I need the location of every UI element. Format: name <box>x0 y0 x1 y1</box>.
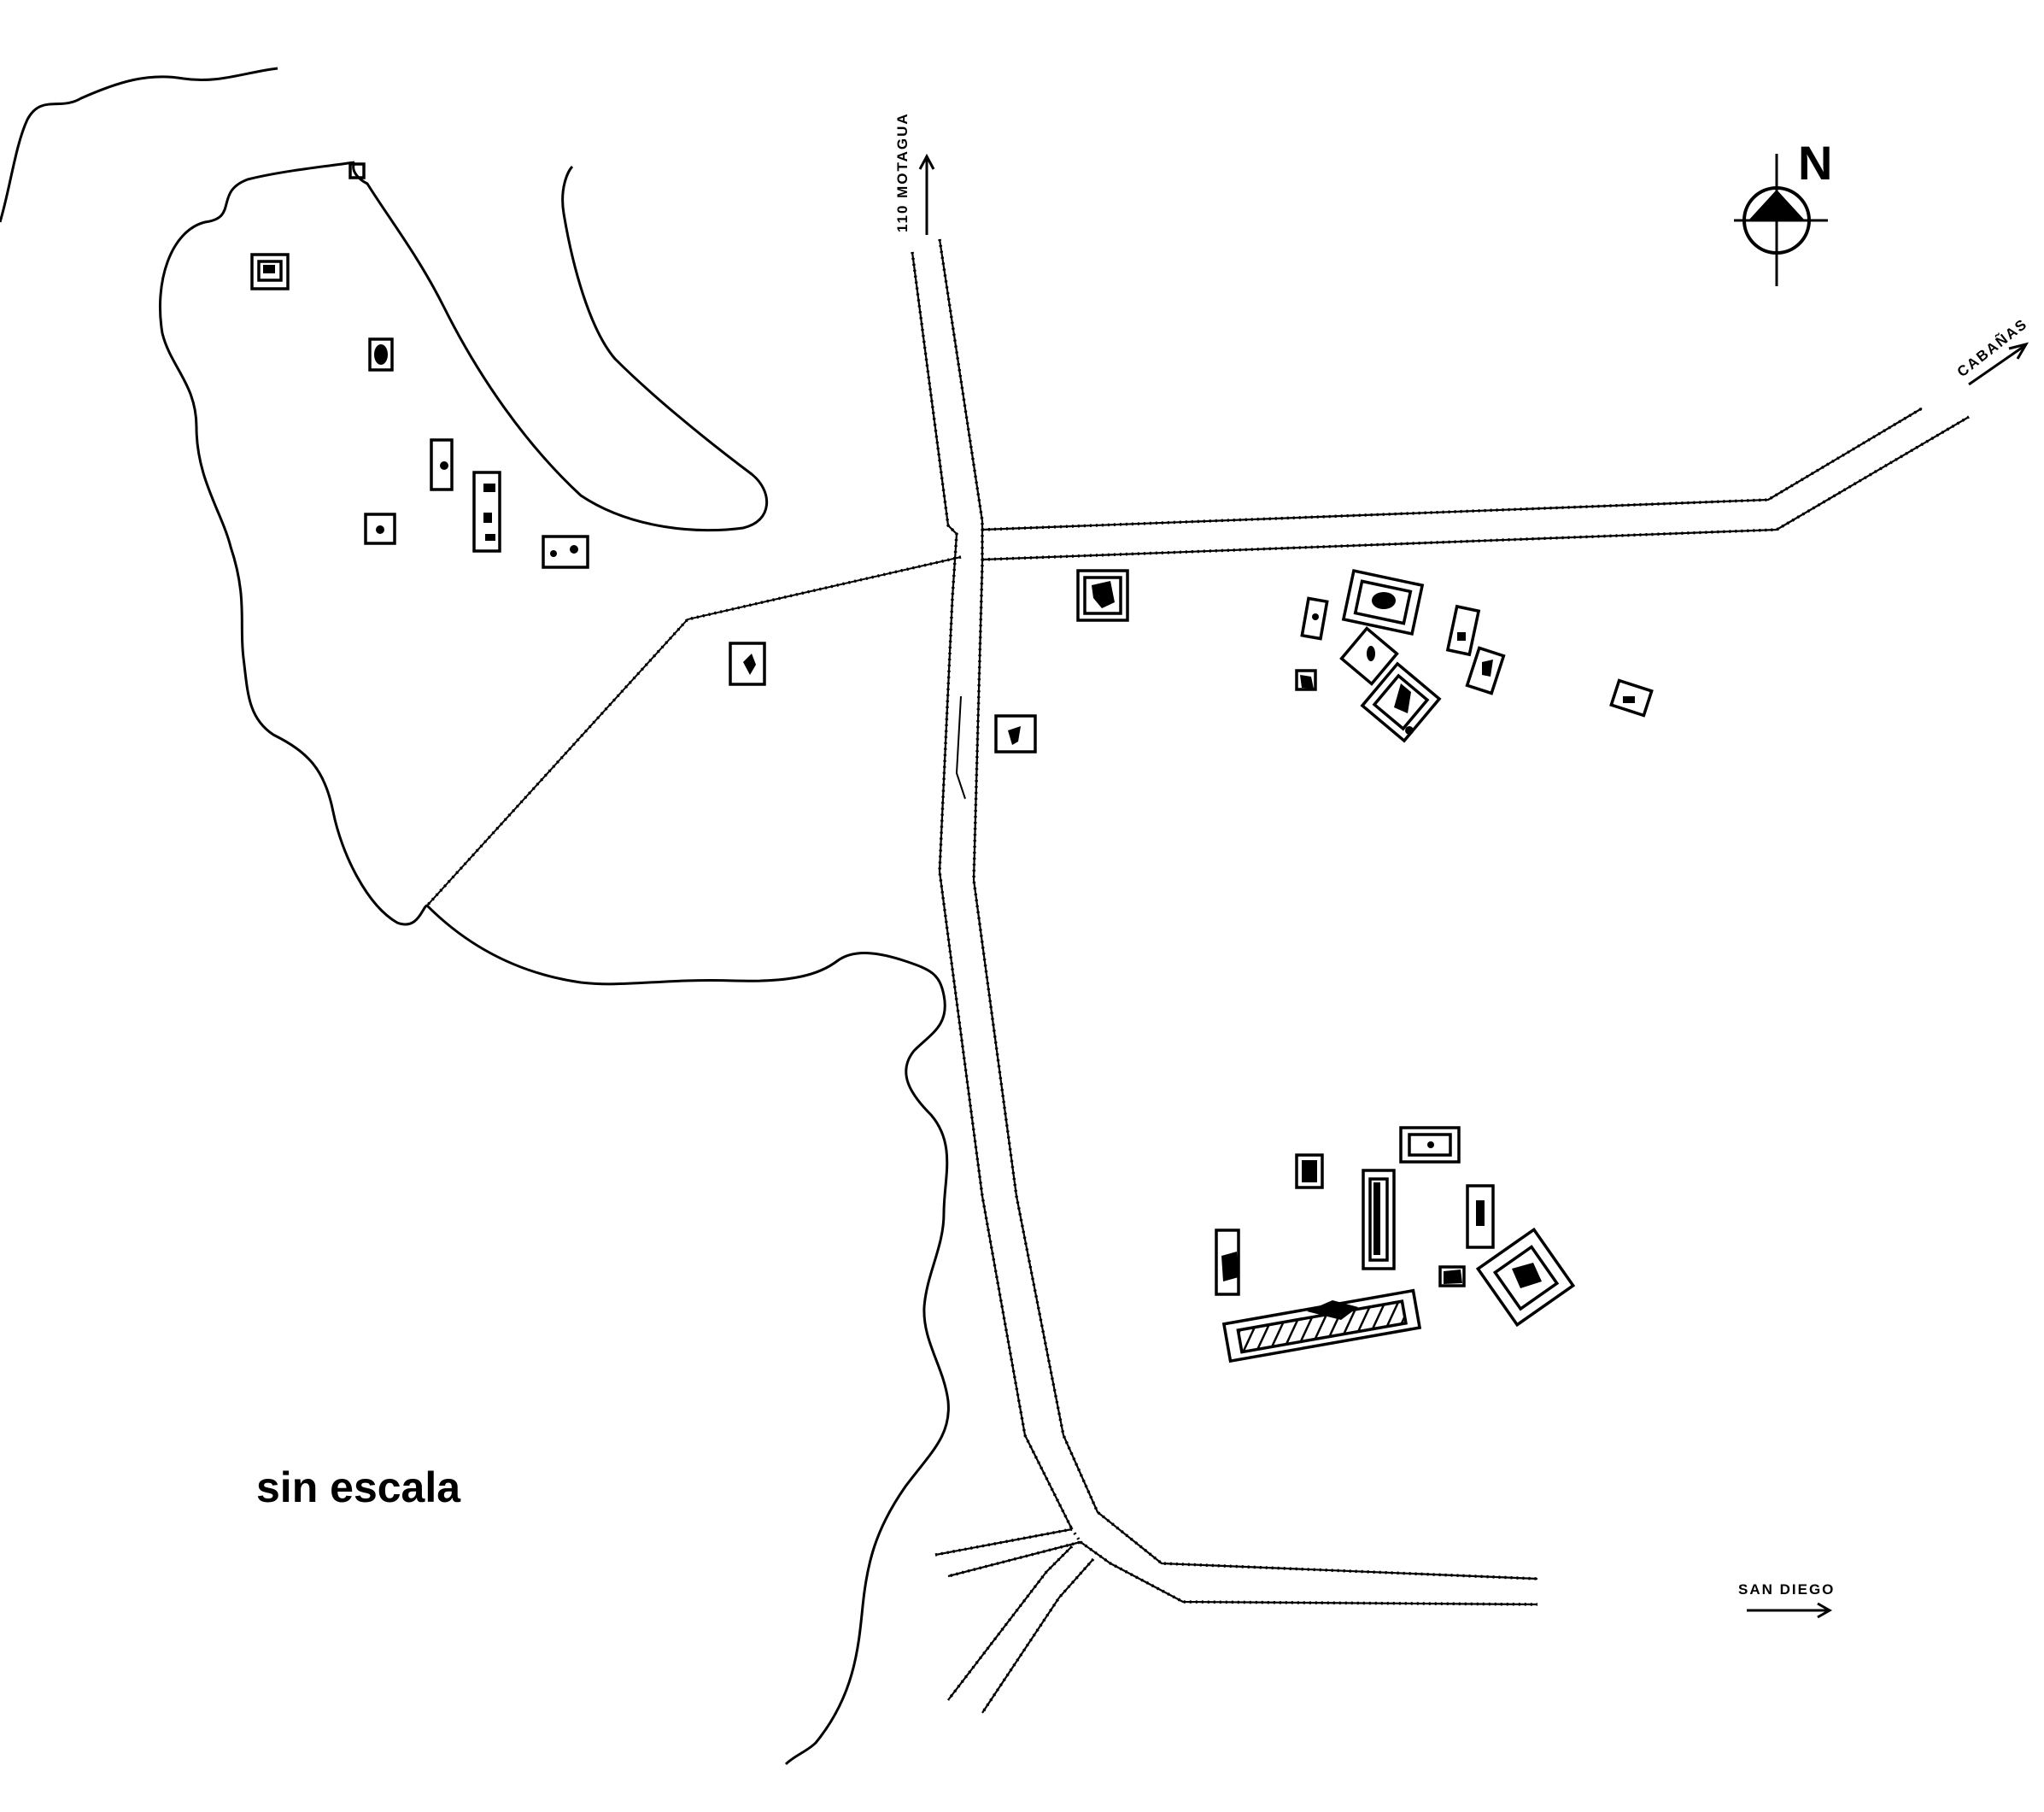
structure <box>1339 626 1399 686</box>
structure-fills-northwest <box>263 265 1115 745</box>
road-label-northeast: CABAÑAS <box>1953 314 2030 380</box>
structure <box>472 471 501 553</box>
structure <box>364 513 396 545</box>
structure <box>1360 661 1442 743</box>
structure <box>1295 669 1317 691</box>
structure-fills-southeast <box>1221 1141 1542 1352</box>
structure <box>1465 646 1506 695</box>
structure <box>1445 604 1481 657</box>
structure <box>1372 673 1430 731</box>
arrow-northeast-road <box>1968 342 2029 386</box>
structure <box>1215 1229 1240 1296</box>
structure-fills-northeast <box>1300 592 1635 735</box>
north-arrow-icon <box>1734 154 1828 286</box>
structure <box>1466 1184 1495 1249</box>
structure <box>1353 579 1413 625</box>
road-network <box>425 238 1970 1714</box>
structure <box>250 253 290 290</box>
scale-note: sin escala <box>256 1463 461 1511</box>
structure <box>1408 1133 1452 1157</box>
structure <box>1492 1245 1560 1311</box>
arrow-north-road <box>918 153 935 235</box>
road-solid-edges <box>911 238 1970 1714</box>
structure <box>1083 576 1122 615</box>
structures-northeast <box>1295 569 1654 743</box>
structure <box>1362 1169 1396 1270</box>
road-dotted-track <box>426 556 966 906</box>
north-label: N <box>1798 136 1832 190</box>
structure <box>542 535 589 569</box>
arrow-southeast-road <box>1747 1602 1833 1619</box>
structure <box>257 260 283 282</box>
structure <box>1076 569 1129 622</box>
structure <box>1300 596 1329 641</box>
river-northwest <box>0 67 278 223</box>
structure <box>994 714 1037 754</box>
structures-northwest <box>250 162 1129 754</box>
structure <box>1368 1177 1389 1262</box>
structure <box>729 642 766 686</box>
road-label-southeast: SAN DIEGO <box>1738 1581 1835 1598</box>
structure <box>1609 678 1654 718</box>
structure <box>348 162 366 179</box>
structure <box>368 337 394 372</box>
structure <box>1341 569 1425 636</box>
structure <box>1438 1265 1466 1287</box>
road-label-north: 110 MOTAGUA <box>894 112 911 232</box>
structure <box>1399 1126 1461 1164</box>
structure <box>430 438 454 491</box>
structure <box>1295 1153 1324 1189</box>
structure <box>1475 1227 1576 1328</box>
river-site-boundary <box>158 161 950 1766</box>
